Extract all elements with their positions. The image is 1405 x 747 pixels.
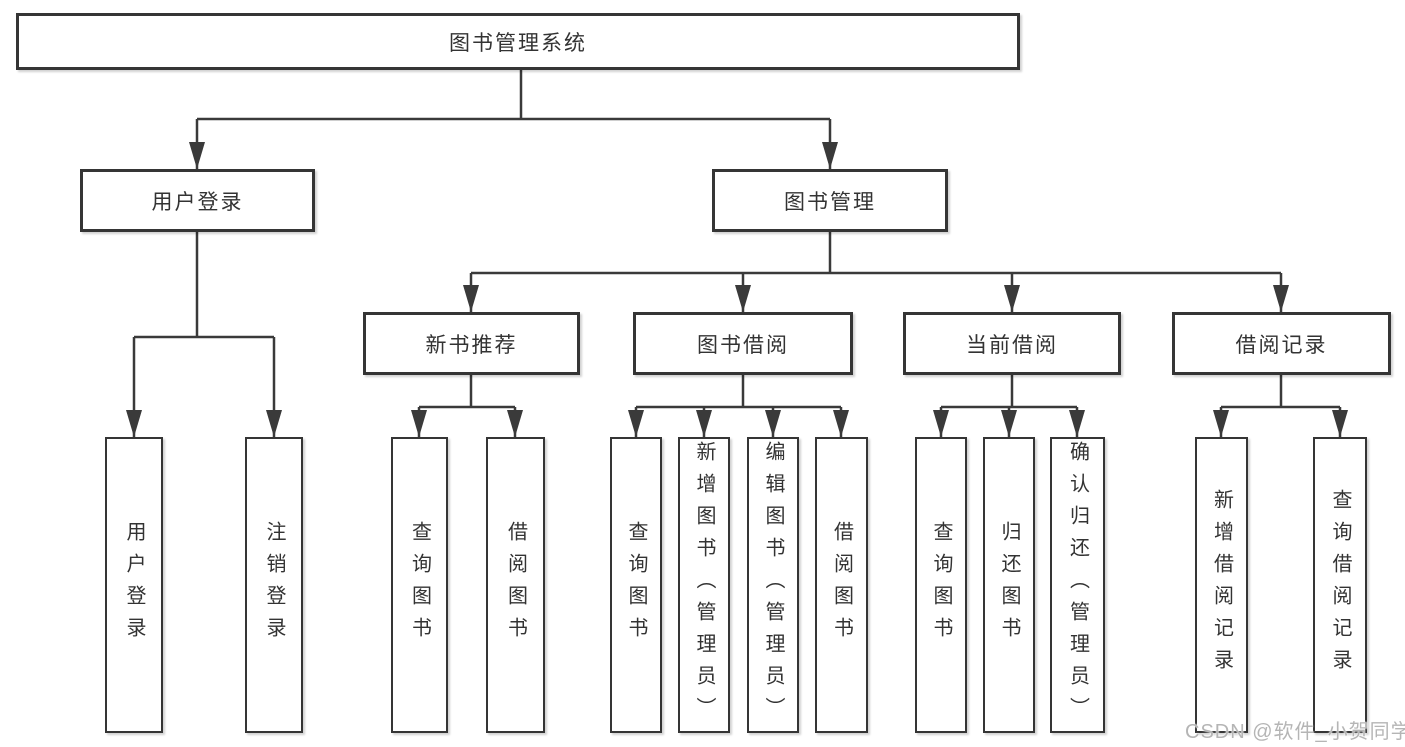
leaf-borrow-query-book: 查询图书 bbox=[610, 437, 662, 733]
node-current-borrowing: 当前借阅 bbox=[903, 312, 1121, 375]
leaf-borrow-add-book-admin: 新增图书（管理员） bbox=[678, 437, 730, 733]
csdn-watermark: CSDN @软件_小贺同学 bbox=[1185, 721, 1405, 743]
leaf-label: 查询图书 bbox=[408, 521, 431, 649]
leaf-label: 用户登录 bbox=[123, 521, 145, 649]
node-label: 图书管理 bbox=[784, 190, 876, 214]
leaf-logout: 注销登录 bbox=[245, 437, 303, 733]
leaf-label: 确认归还（管理员） bbox=[1066, 441, 1089, 729]
leaf-label: 新增图书（管理员） bbox=[693, 441, 715, 729]
node-new-book-recommendation: 新书推荐 bbox=[363, 312, 580, 375]
leaf-record-query-borrow-record: 查询借阅记录 bbox=[1313, 437, 1367, 733]
leaf-label: 查询图书 bbox=[625, 521, 647, 649]
leaf-label: 注销登录 bbox=[263, 521, 285, 649]
leaf-current-query-book: 查询图书 bbox=[915, 437, 967, 733]
node-label: 当前借阅 bbox=[966, 333, 1058, 357]
node-library-management-system: 图书管理系统 bbox=[16, 13, 1020, 70]
leaf-recommend-query-book: 查询图书 bbox=[391, 437, 448, 733]
leaf-label: 借阅图书 bbox=[504, 521, 527, 649]
node-label: 图书借阅 bbox=[697, 333, 789, 357]
node-borrowing-records: 借阅记录 bbox=[1172, 312, 1391, 375]
leaf-borrow-borrow-book: 借阅图书 bbox=[815, 437, 868, 733]
leaf-user-login: 用户登录 bbox=[105, 437, 163, 733]
leaf-label: 编辑图书（管理员） bbox=[762, 441, 784, 729]
node-label: 借阅记录 bbox=[1235, 333, 1328, 357]
node-label: 图书管理系统 bbox=[449, 31, 587, 55]
tree-edges bbox=[126, 69, 1348, 437]
leaf-label: 新增借阅记录 bbox=[1210, 489, 1233, 681]
node-label: 新书推荐 bbox=[425, 333, 518, 357]
leaf-label: 查询借阅记录 bbox=[1329, 489, 1351, 681]
node-book-management: 图书管理 bbox=[712, 169, 948, 232]
leaf-label: 借阅图书 bbox=[830, 521, 853, 649]
node-user-login: 用户登录 bbox=[80, 169, 315, 232]
leaf-label: 归还图书 bbox=[998, 521, 1020, 649]
leaf-current-confirm-return-admin: 确认归还（管理员） bbox=[1050, 437, 1105, 733]
leaf-record-add-borrow-record: 新增借阅记录 bbox=[1195, 437, 1248, 733]
node-label: 用户登录 bbox=[151, 190, 244, 214]
leaf-label: 查询图书 bbox=[930, 521, 952, 649]
leaf-recommend-borrow-book: 借阅图书 bbox=[486, 437, 545, 733]
leaf-current-return-book: 归还图书 bbox=[983, 437, 1035, 733]
leaf-borrow-edit-book-admin: 编辑图书（管理员） bbox=[747, 437, 799, 733]
node-book-borrowing: 图书借阅 bbox=[633, 312, 853, 375]
